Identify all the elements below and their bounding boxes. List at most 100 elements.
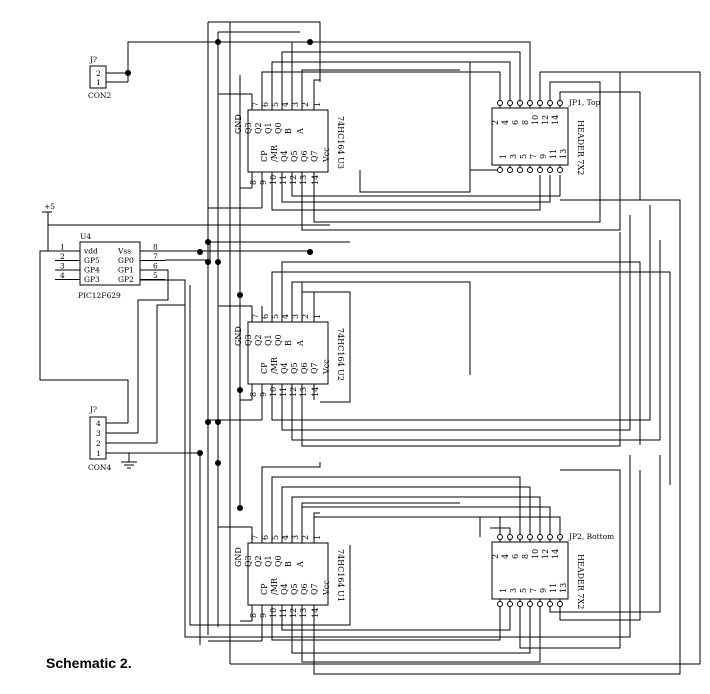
connector-part: CON4: [88, 463, 111, 472]
wire: [281, 175, 551, 203]
wire: [291, 281, 471, 375]
wire: [271, 271, 671, 485]
pin-name: /MR: [270, 356, 279, 374]
pin-pad: [537, 534, 543, 540]
pin-number: 5: [519, 154, 528, 159]
pin-number: 10: [531, 115, 540, 125]
pin-number: 8: [249, 392, 258, 397]
wire: [230, 71, 701, 665]
pin-number: 8: [521, 554, 530, 559]
pin-number: 3: [60, 262, 65, 271]
pin-pad: [557, 167, 563, 173]
pin-name: Q6: [300, 362, 309, 374]
pin-pad: [547, 167, 553, 173]
pin-number: 14: [551, 549, 560, 559]
wire: [261, 71, 501, 103]
connector-body: [89, 416, 107, 460]
pin-name: /MR: [270, 144, 279, 162]
pin-number: 13: [299, 608, 308, 618]
wire: [281, 486, 531, 537]
ground-symbol: [121, 461, 137, 469]
pin-name: Q2: [254, 555, 263, 567]
header-part: HEADER 7X2: [576, 120, 585, 175]
pin-number: 1: [499, 588, 508, 593]
wire: [291, 175, 561, 197]
pin-number: 1: [96, 449, 101, 458]
pin-number: 9: [259, 392, 268, 397]
pin-number: 4: [281, 535, 290, 540]
junction-dot: [197, 450, 203, 456]
pin-name: B: [284, 561, 293, 567]
pin-pad: [517, 167, 523, 173]
wire: [291, 604, 531, 654]
pin-number: 6: [511, 554, 520, 559]
pin-name: B: [284, 340, 293, 346]
pin-number: 3: [291, 314, 300, 319]
pin-number: 7: [251, 102, 260, 107]
wire: [301, 281, 460, 306]
chip-part: PIC12F629: [78, 291, 121, 300]
wire: [271, 61, 511, 103]
pin-name: GP5: [84, 256, 100, 265]
wire: [301, 604, 541, 663]
pin-number: 12: [289, 387, 298, 397]
wire: [291, 240, 661, 441]
pin-name: GP3: [84, 275, 100, 284]
header-ref: JP2, Bottom: [568, 532, 614, 541]
pin-pad: [517, 534, 523, 540]
junction-dot: [237, 292, 243, 298]
wire: [271, 175, 541, 211]
wire: [313, 81, 601, 223]
pin-number: 14: [311, 387, 320, 397]
pin-number: 8: [153, 243, 158, 252]
pin-number: 14: [551, 115, 560, 125]
wires: [39, 21, 701, 675]
pin-number: 13: [559, 583, 568, 593]
pin-number: 10: [531, 549, 540, 559]
wire: [301, 291, 351, 403]
junction-dot: [215, 460, 221, 466]
pin-number: 13: [299, 387, 308, 397]
wire: [301, 71, 621, 231]
chip-body: [79, 241, 141, 286]
pin-number: 11: [279, 387, 288, 397]
junction-dot: [215, 419, 221, 425]
pin-number: 6: [261, 535, 270, 540]
pin-pad: [527, 100, 533, 106]
pin-number: 12: [541, 549, 550, 559]
power-symbol: +5: [42, 202, 55, 213]
pin-name: Q1: [264, 334, 273, 346]
pin-number: 11: [279, 175, 288, 185]
pin-number: 5: [271, 314, 280, 319]
pin-pad: [547, 601, 553, 607]
pin-number: 2: [301, 102, 310, 107]
shift-register-u2: 7GND6Q35Q24Q13Q02B1A8CP9/MR10Q411Q512Q61…: [234, 306, 345, 400]
pin-name: GND: [234, 326, 243, 346]
pin-number: 4: [281, 102, 290, 107]
pin-name: Q3: [244, 334, 253, 346]
chip-body: [247, 109, 329, 173]
pin-number: 8: [249, 613, 258, 618]
pin-number: 4: [60, 271, 65, 280]
pin-name: Q1: [264, 122, 273, 134]
shift-register-u1: 7GND6Q35Q24Q13Q02B1A8CP9/MR10Q411Q512Q61…: [234, 527, 345, 621]
pin-pad: [537, 167, 543, 173]
junction-dot: [237, 505, 243, 511]
pin-number: 7: [251, 314, 260, 319]
pin-number: 2: [491, 554, 500, 559]
pin-name: Q0: [274, 122, 283, 134]
pin-name: Vcc: [322, 359, 331, 375]
pin-name: GP2: [118, 275, 134, 284]
pin-name: Q4: [280, 150, 289, 162]
wire: [127, 41, 310, 73]
pin-pad: [537, 601, 543, 607]
junction-dot: [215, 259, 221, 265]
pin-number: 9: [259, 613, 268, 618]
wire: [271, 205, 651, 421]
wire: [301, 232, 621, 447]
power-label: +5: [44, 202, 55, 211]
pin-name: /MR: [270, 577, 279, 595]
pin-number: 7: [153, 252, 158, 261]
